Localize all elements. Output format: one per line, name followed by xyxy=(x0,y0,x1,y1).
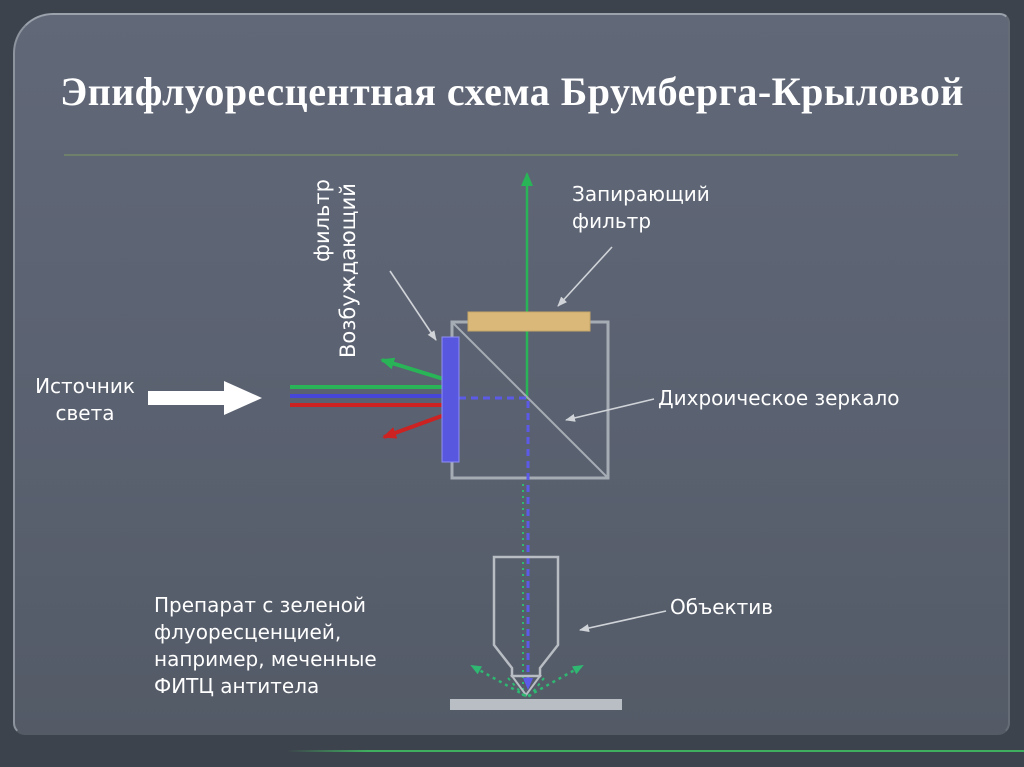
label-excitation-filter-word1: Возбуждающий xyxy=(336,183,360,358)
rejected-beam-red xyxy=(382,411,451,439)
focus-cone-left xyxy=(507,677,526,698)
label-line: Препарат с зеленой xyxy=(154,593,367,617)
light-source-arrow xyxy=(148,381,262,415)
label-excitation-filter-word2: фильтр xyxy=(310,179,334,262)
label-line: Источник xyxy=(35,374,135,398)
rejected-beam-green xyxy=(380,357,451,383)
label-barrier-filter: Запирающий фильтр xyxy=(572,181,710,235)
specimen-slide-bar xyxy=(450,699,622,710)
label-dichroic-mirror: Дихроическое зеркало xyxy=(658,386,900,410)
pointer-arrow-barrier-filter xyxy=(557,246,613,307)
fluorescence-arrow-right xyxy=(527,664,584,698)
footer-accent-line xyxy=(0,750,1024,752)
slide-background xyxy=(13,13,1010,735)
label-line: Запирающий xyxy=(572,182,710,206)
label-specimen: Препарат с зеленой флуоресценцией, напри… xyxy=(154,592,377,700)
barrier-filter-rect xyxy=(467,311,591,332)
label-line: флуоресценцией, xyxy=(154,620,342,644)
title-divider xyxy=(64,154,958,156)
dichroic-mirror-diagonal xyxy=(452,322,608,478)
pointer-arrow-excitation-filter xyxy=(389,270,437,341)
excitation-filter-rect xyxy=(441,336,460,463)
label-line: фильтр xyxy=(572,209,652,233)
objective-tip xyxy=(510,675,542,697)
objective-body xyxy=(492,555,560,678)
fluorescence-arrow-left xyxy=(470,664,527,698)
label-line: ФИТЦ антитела xyxy=(154,674,320,698)
label-light-source: Источник света xyxy=(24,373,146,427)
pointer-arrow-objective xyxy=(579,610,667,632)
pointer-arrow-dichroic-mirror xyxy=(565,398,655,422)
slide-title: Эпифлуоресцентная схема Брумберга-Крылов… xyxy=(60,69,964,114)
label-line: света xyxy=(55,401,115,425)
label-objective: Объектив xyxy=(670,595,774,619)
label-line: например, меченные xyxy=(154,647,377,671)
